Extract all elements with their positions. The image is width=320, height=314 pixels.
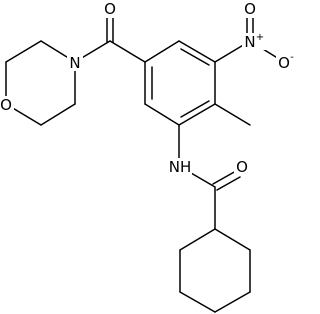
nitro-negative-charge: - — [290, 52, 294, 63]
atom-nh-amide: NH — [169, 158, 192, 176]
atom-bg-o-morpholine — [0, 96, 14, 113]
bond-cyhex-c4-c5 — [179, 291, 216, 313]
atom-n-nitro: N — [244, 33, 255, 51]
atom-n-morpholine: N — [69, 54, 80, 72]
atom-bg-o-amide — [234, 158, 250, 175]
atom-bg-n-nitro — [242, 33, 266, 50]
bond-ring-to-methyl — [214, 103, 251, 126]
bond-cyhex-c1-c2 — [214, 228, 251, 251]
atom-o-carbonyl-top: O — [104, 0, 116, 18]
atom-bg-o-carbonyl — [102, 0, 118, 18]
bond-ring-c1-c2 — [178, 40, 216, 63]
bond-ring-c1-c2-inner — [180, 48, 210, 66]
atom-bg-o-nitro-top — [242, 0, 258, 18]
bond-ring-to-carbonyl — [109, 40, 146, 63]
bond-amide-carbonyl-b — [216, 176, 241, 191]
bond-ring-c3-c4 — [178, 103, 216, 126]
atom-bg-n-morpholine — [67, 54, 83, 71]
bond-amide-carbonyl-a — [212, 170, 237, 185]
atom-bg-nh-amide — [168, 158, 192, 175]
atom-o-nitro-top: O — [244, 0, 256, 18]
bond-ring-c4-c5 — [144, 103, 180, 126]
bond-morph-c2-c3 — [40, 103, 76, 126]
bond-morph-c5-c6 — [5, 40, 42, 63]
bond-ring-c3-c4-inner — [180, 100, 210, 118]
atom-label-layer: O N O O N + O - NH O — [0, 0, 297, 176]
bond-cyhex-c6-c1 — [179, 228, 216, 251]
atom-o-morpholine: O — [0, 96, 12, 114]
atom-bg-o-nitro-right — [276, 54, 297, 71]
atom-o-nitro-right: O — [278, 54, 290, 72]
atom-o-amide: O — [236, 158, 248, 176]
nitro-positive-charge: + — [256, 32, 264, 43]
chemical-structure-diagram: O N O O N + O - NH O — [0, 0, 297, 313]
bond-ring-c6-c1 — [144, 40, 180, 63]
bond-cyhex-c3-c4 — [214, 291, 251, 313]
